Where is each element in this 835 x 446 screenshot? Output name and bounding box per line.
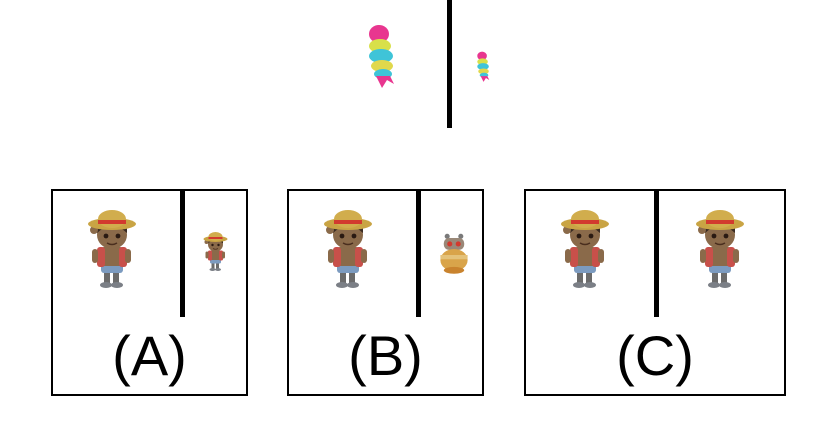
straw-hat-boy-figure	[323, 209, 373, 289]
option-c-card[interactable]: (C)	[524, 189, 786, 396]
option-a-divider	[180, 191, 185, 317]
straw-hat-boy-small-figure	[203, 231, 228, 272]
round-robot-figure	[440, 233, 468, 274]
option-b-label: (B)	[348, 324, 423, 387]
option-c-divider	[654, 191, 659, 317]
straw-hat-boy-figure	[560, 209, 610, 289]
option-b-card[interactable]: (B)	[287, 189, 484, 396]
straw-hat-boy-figure	[695, 209, 745, 289]
straw-hat-boy-figure	[87, 209, 137, 289]
option-b-divider	[416, 191, 421, 317]
option-a-label: (A)	[112, 324, 187, 387]
pastel-toy-small-figure	[477, 51, 490, 82]
option-c-label: (C)	[616, 324, 694, 387]
option-a-card[interactable]: (A)	[51, 189, 248, 396]
prompt-divider	[447, 0, 452, 128]
pastel-toy-large-figure	[369, 25, 394, 88]
